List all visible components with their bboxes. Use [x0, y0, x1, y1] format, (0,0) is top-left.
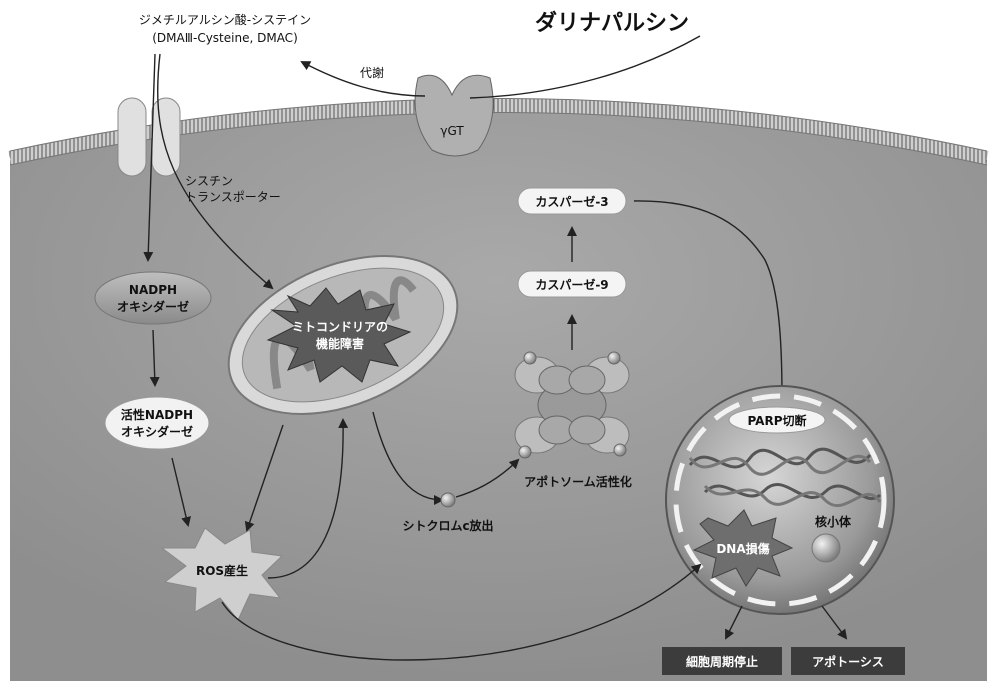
cytc-to-apoptosome-arrow [455, 458, 520, 498]
transporter-line1: シスチン [185, 174, 233, 188]
dna-damage-burst-icon [692, 509, 794, 587]
drug-to-ggt-line [469, 35, 701, 99]
mito-line1: ミトコンドリアの [292, 320, 388, 334]
nucleolus-label: 核小体 [815, 514, 852, 529]
nuclear-envelope [673, 393, 887, 607]
nucleus-to-arrest-arrow [725, 605, 743, 640]
metabolism-arrow [300, 61, 426, 97]
apoptosome-label: アポトソーム活性化 [524, 474, 632, 489]
nucleolus-icon [811, 533, 841, 563]
nadph-line1: NADPH [129, 283, 177, 297]
ggt-label: γGT [440, 124, 464, 138]
mito-to-ros-arrow [244, 424, 284, 532]
caspase9-label: カスパーゼ-9 [535, 277, 608, 292]
active-nadph-line2: オキシダーゼ [121, 424, 193, 439]
cell-cycle-arrest-label: 細胞周期停止 [686, 654, 758, 669]
apoptosis-label: アポトーシス [812, 654, 884, 669]
transporter-line2: トランスポーター [185, 190, 281, 204]
ros-to-mito-arrow [267, 418, 349, 579]
ros-label: ROS産生 [196, 563, 248, 578]
ros-to-dna-arrow [221, 563, 702, 661]
ggt-enzyme-icon [414, 74, 494, 157]
dna-strand-icon [688, 447, 882, 508]
entry-to-nadph-arrow [143, 53, 156, 262]
active-nadph-node [104, 396, 210, 450]
parp-label: PARP切断 [747, 413, 806, 428]
mito-dysfunction-burst-icon [266, 287, 412, 383]
nucleus-to-apoptosis-arrow [821, 605, 848, 640]
metabolite-line2: (DMAⅢ-Cysteine, DMAC) [152, 31, 298, 45]
mito-to-cytc-arrow [372, 411, 444, 505]
apoptosome-icon [514, 351, 630, 459]
casp3-to-parp-arrow [633, 200, 787, 400]
dna-damage-label: DNA損傷 [716, 541, 769, 556]
active-nadph-line1: 活性NADPH [121, 407, 193, 422]
nadph-oxidase-node [94, 271, 212, 325]
cell-cycle-arrest-box [662, 647, 782, 675]
caspase9-node [517, 270, 627, 298]
caspase3-node [517, 187, 627, 215]
caspase3-label: カスパーゼ-3 [535, 194, 608, 209]
apoptosis-box [791, 647, 905, 675]
cytochrome-c-label: シトクロムc放出 [402, 518, 493, 533]
active-nadph-to-ros-arrow [171, 457, 192, 527]
nadph-activation-arrow [149, 329, 160, 387]
parp-node [728, 406, 826, 434]
metabolism-label: 代謝 [360, 65, 384, 80]
drug-title: ダリナパルシン [535, 10, 689, 36]
mito-line2: 機能障害 [316, 336, 364, 351]
entry-to-mito-arrow [157, 53, 274, 290]
metabolite-line1: ジメチルアルシン酸-システイン [139, 12, 311, 27]
nadph-line2: オキシダーゼ [117, 299, 189, 314]
cytochrome-c-icon [440, 492, 456, 508]
